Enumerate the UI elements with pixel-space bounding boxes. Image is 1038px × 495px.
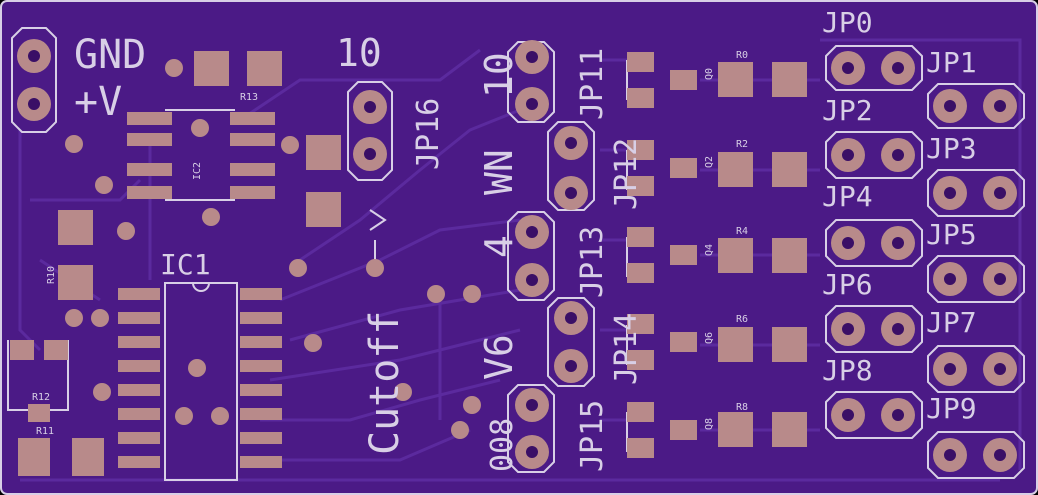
jp12-label: JP12 [609,138,644,210]
jp5-label: JP5 [926,218,977,251]
silkscreen-text: GND +V 10 JP16 Cutoff 10 JP11 WN JP12 4 … [32,6,977,472]
r2-label: R2 [736,139,748,150]
jp0-label: JP0 [822,6,873,39]
jp9-label: JP9 [926,392,977,425]
j008-label: 008 [485,418,520,472]
jp15-label: JP15 [575,400,610,472]
v6-label: V6 [477,334,521,380]
wn-label: WN [477,149,521,195]
ic1-label: IC1 [160,248,211,281]
jp14-label: JP14 [609,313,644,385]
q0-label: Q0 [704,68,715,80]
q2-label: Q2 [704,156,715,168]
r11-label: R11 [36,426,54,437]
ten-label: 10 [336,31,382,75]
r0-label: R0 [736,50,748,61]
q4-label: Q4 [704,244,715,256]
jp7-label: JP7 [926,306,977,339]
jp1-label: JP1 [926,46,977,79]
cutoff-label: Cutoff [362,311,408,456]
vplus-label: +V [74,79,122,125]
jp2-label: JP2 [822,94,873,127]
r10-label: R10 [46,266,57,284]
q6-label: Q6 [704,332,715,344]
j10-label: 10 [477,52,521,98]
jp13-label: JP13 [575,226,610,298]
jp3-label: JP3 [926,132,977,165]
r12-label: R12 [32,392,50,403]
q8-label: Q8 [704,418,715,430]
gnd-label: GND [74,32,146,78]
jp11-label: JP11 [575,48,610,120]
r6-label: R6 [736,314,748,325]
drill-holes [28,50,1006,461]
ic2-label: IC2 [192,162,203,180]
jp4-label: JP4 [822,180,873,213]
r4-label: R4 [736,226,748,237]
jp16-label: JP16 [411,98,446,170]
jp6-label: JP6 [822,268,873,301]
jp8-label: JP8 [822,354,873,387]
r8-label: R8 [736,402,748,413]
j4-label: 4 [477,235,521,258]
smd-pads [10,51,807,476]
r13-label: R13 [240,92,258,103]
